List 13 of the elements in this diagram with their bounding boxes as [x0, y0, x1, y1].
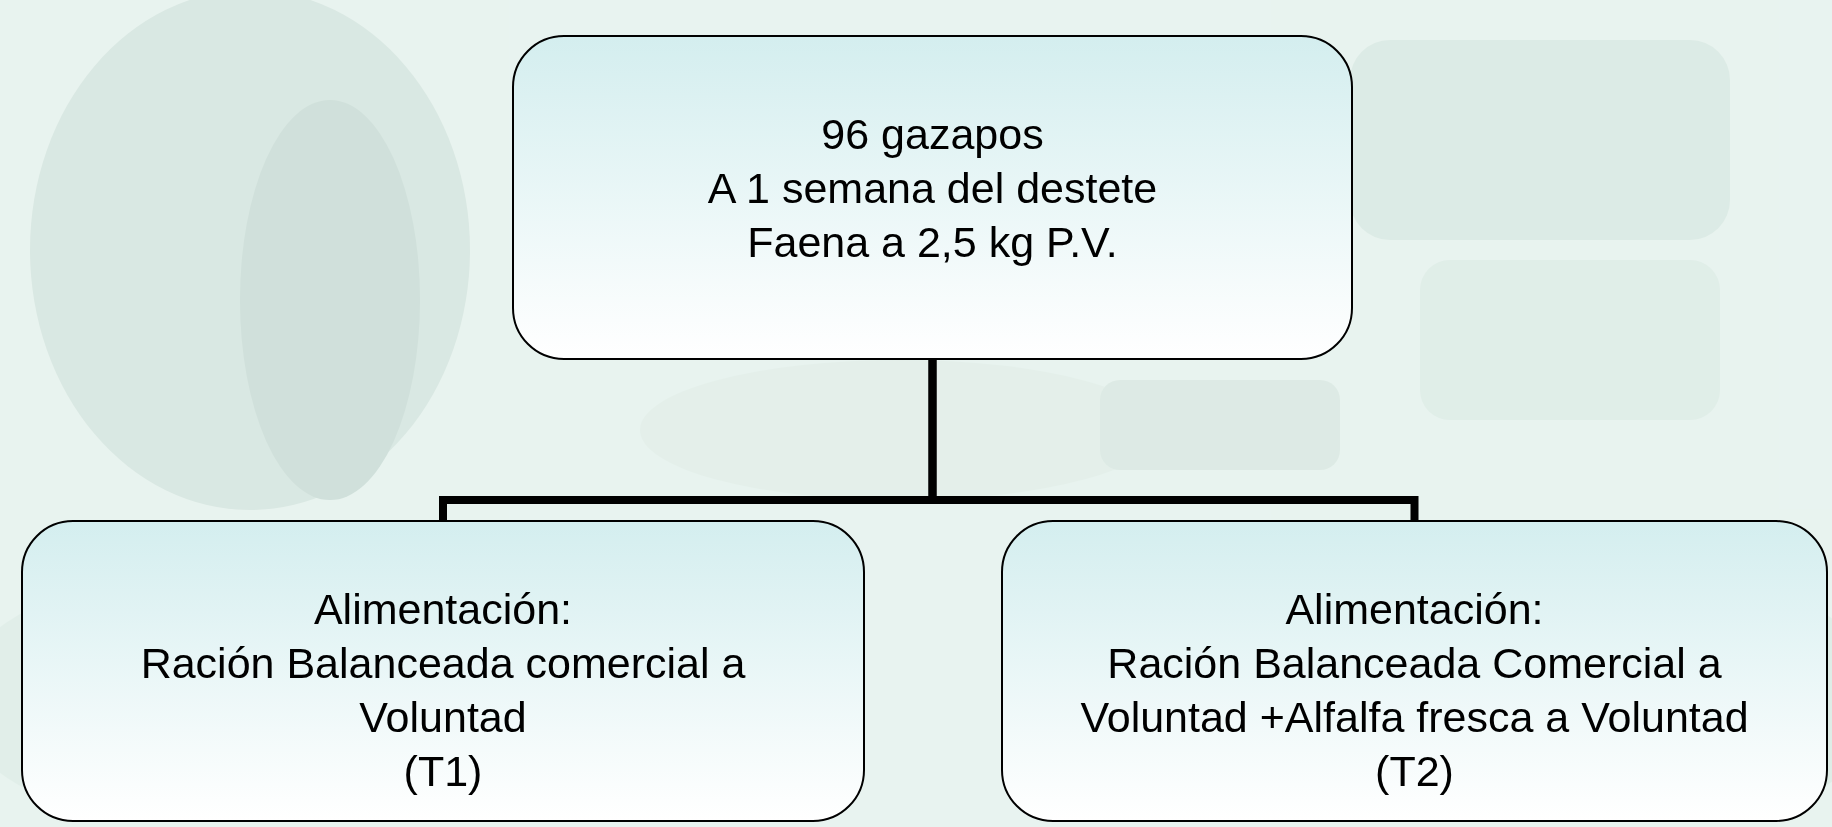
box-text: Alimentación:	[1285, 584, 1544, 635]
process-box	[21, 520, 865, 822]
box-text: (T1)	[403, 746, 483, 797]
box-text: Ración Balanceada Comercial a Voluntad +Alfalfa fresca a Voluntad	[1079, 638, 1750, 743]
connector-line	[928, 360, 1419, 520]
box-text: A 1 semana del destete	[707, 163, 1158, 214]
box-text: Ración Balanceada comercial a Voluntad	[139, 638, 747, 743]
box-text: Alimentación:	[313, 584, 573, 635]
process-box	[1001, 520, 1828, 822]
box-text: (T2)	[1375, 746, 1454, 797]
process-box	[512, 35, 1353, 360]
box-text: Faena a 2,5 kg P.V.	[747, 217, 1118, 268]
box-text: 96 gazapos	[821, 109, 1044, 160]
